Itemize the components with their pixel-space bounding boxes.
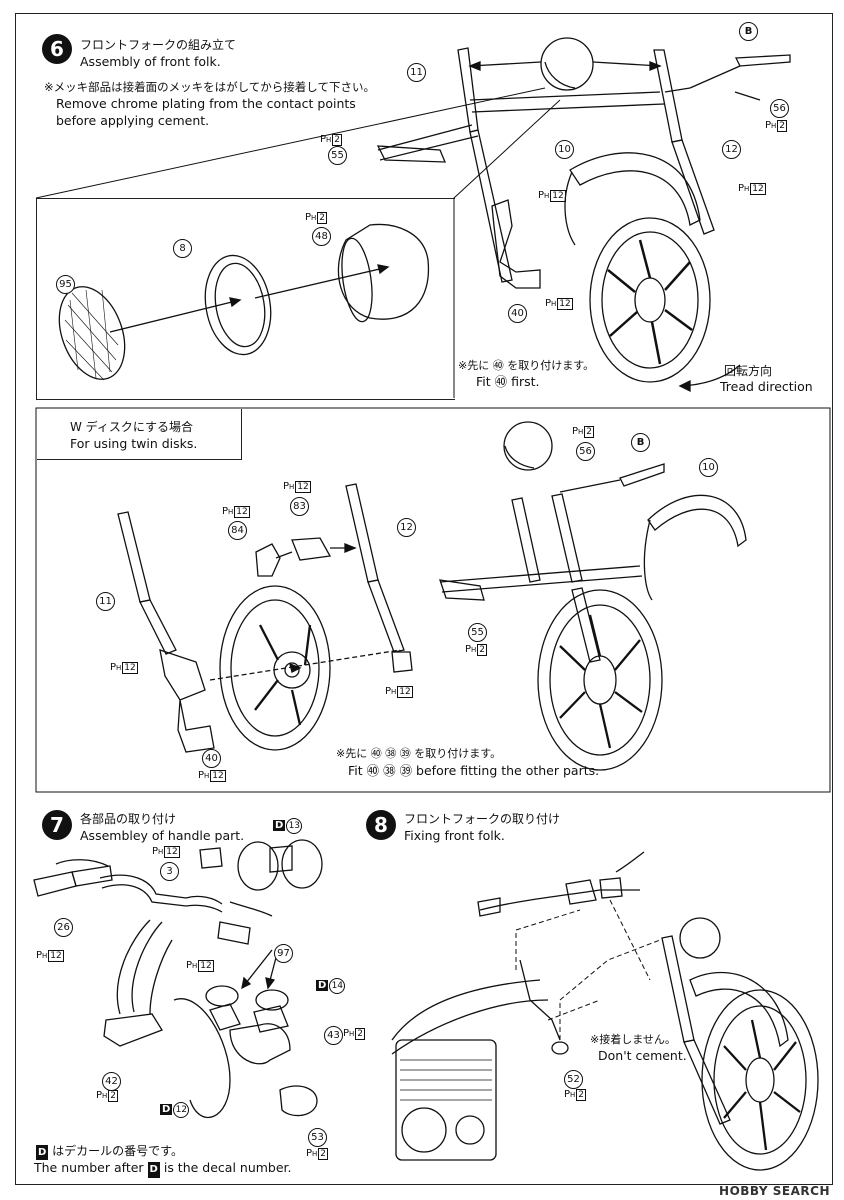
- callout-95: 95: [56, 275, 75, 294]
- twin-header-en: For using twin disks.: [70, 436, 198, 451]
- decal-note-en: The number after D is the decal number.: [34, 1160, 292, 1178]
- part-b-label: B: [631, 433, 650, 452]
- page-frame: [15, 13, 833, 1185]
- step-8-title-en: Fixing front folk.: [404, 828, 505, 843]
- part-b-label: B: [739, 22, 758, 41]
- callout-40: 40: [508, 304, 527, 323]
- step-8-title-jp: フロントフォークの取り付け: [404, 812, 561, 826]
- callout-97: 97: [274, 944, 293, 963]
- callout-55: 55: [468, 623, 487, 642]
- tread-direction-en: Tread direction: [720, 379, 813, 394]
- callout-40: 40: [202, 749, 221, 768]
- callout-8: 8: [173, 239, 192, 258]
- step-6-number: 6: [42, 34, 72, 64]
- step-7-title-en: Assembley of handle part.: [80, 828, 245, 843]
- twin-header-jp: W ディスクにする場合: [70, 420, 193, 434]
- callout-11: 11: [407, 63, 426, 82]
- callout-42: 42: [102, 1072, 121, 1091]
- step-7-title-jp: 各部品の取り付け: [80, 812, 177, 826]
- step-6-title-jp: フロントフォークの組み立て: [80, 38, 237, 52]
- step-6-fit-note-jp: ※先に ㊵ を取り付けます。: [458, 359, 595, 372]
- callout-84: 84: [228, 521, 247, 540]
- callout-56: 56: [576, 442, 595, 461]
- step-8-number: 8: [366, 810, 396, 840]
- callout-52: 52: [564, 1070, 583, 1089]
- watermark: HOBBY SEARCH: [719, 1184, 830, 1198]
- decal-note-jp: D はデカールの番号です。: [36, 1144, 183, 1160]
- step-8-note-jp: ※接着しません。: [590, 1033, 676, 1046]
- callout-26: 26: [54, 918, 73, 937]
- callout-11: 11: [96, 592, 115, 611]
- callout-56: 56: [770, 99, 789, 118]
- callout-43: 43: [324, 1026, 343, 1045]
- callout-83: 83: [290, 497, 309, 516]
- headlight-detail-box: [36, 198, 455, 400]
- tread-direction-jp: 回転方向: [724, 364, 773, 378]
- callout-48: 48: [312, 227, 331, 246]
- step-6-note-en-1: Remove chrome plating from the contact p…: [56, 96, 356, 111]
- callout-55: 55: [328, 146, 347, 165]
- twin-fit-note-en: Fit ㊵ ㊳ ㊴ before fitting the other parts…: [348, 763, 600, 778]
- twin-disk-header: [37, 409, 242, 460]
- callout-53: 53: [308, 1128, 327, 1147]
- step-7-number: 7: [42, 810, 72, 840]
- step-6-fit-note-en: Fit ㊵ first.: [476, 374, 540, 389]
- step-6-title-en: Assembly of front folk.: [80, 54, 221, 69]
- step-6-note-jp: ※メッキ部品は接着面のメッキをはがしてから接着して下さい。: [44, 80, 375, 94]
- callout-3: 3: [160, 862, 179, 881]
- callout-12: 12: [397, 518, 416, 537]
- twin-fit-note-jp: ※先に ㊵ ㊳ ㊴ を取り付けます。: [336, 747, 502, 760]
- step-6-note-en-2: before applying cement.: [56, 113, 210, 128]
- callout-12: 12: [722, 140, 741, 159]
- callout-10: 10: [699, 458, 718, 477]
- step-8-note-en: Don't cement.: [598, 1048, 687, 1063]
- callout-10: 10: [555, 140, 574, 159]
